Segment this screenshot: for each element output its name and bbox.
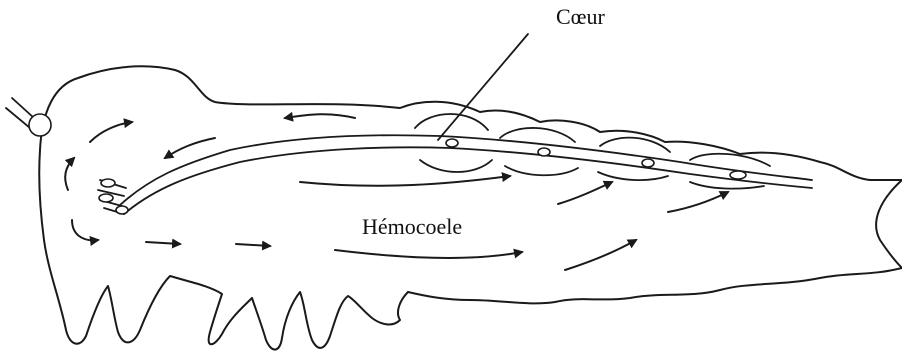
ostiole [446, 139, 458, 147]
heart-label: Cœur [556, 4, 605, 30]
antenna [6, 98, 51, 136]
body-outline [39, 66, 902, 349]
hemocoel-label: Hémocoele [362, 214, 462, 240]
ostiole [538, 148, 550, 156]
ostiole [642, 159, 654, 167]
ostiole [730, 171, 746, 179]
